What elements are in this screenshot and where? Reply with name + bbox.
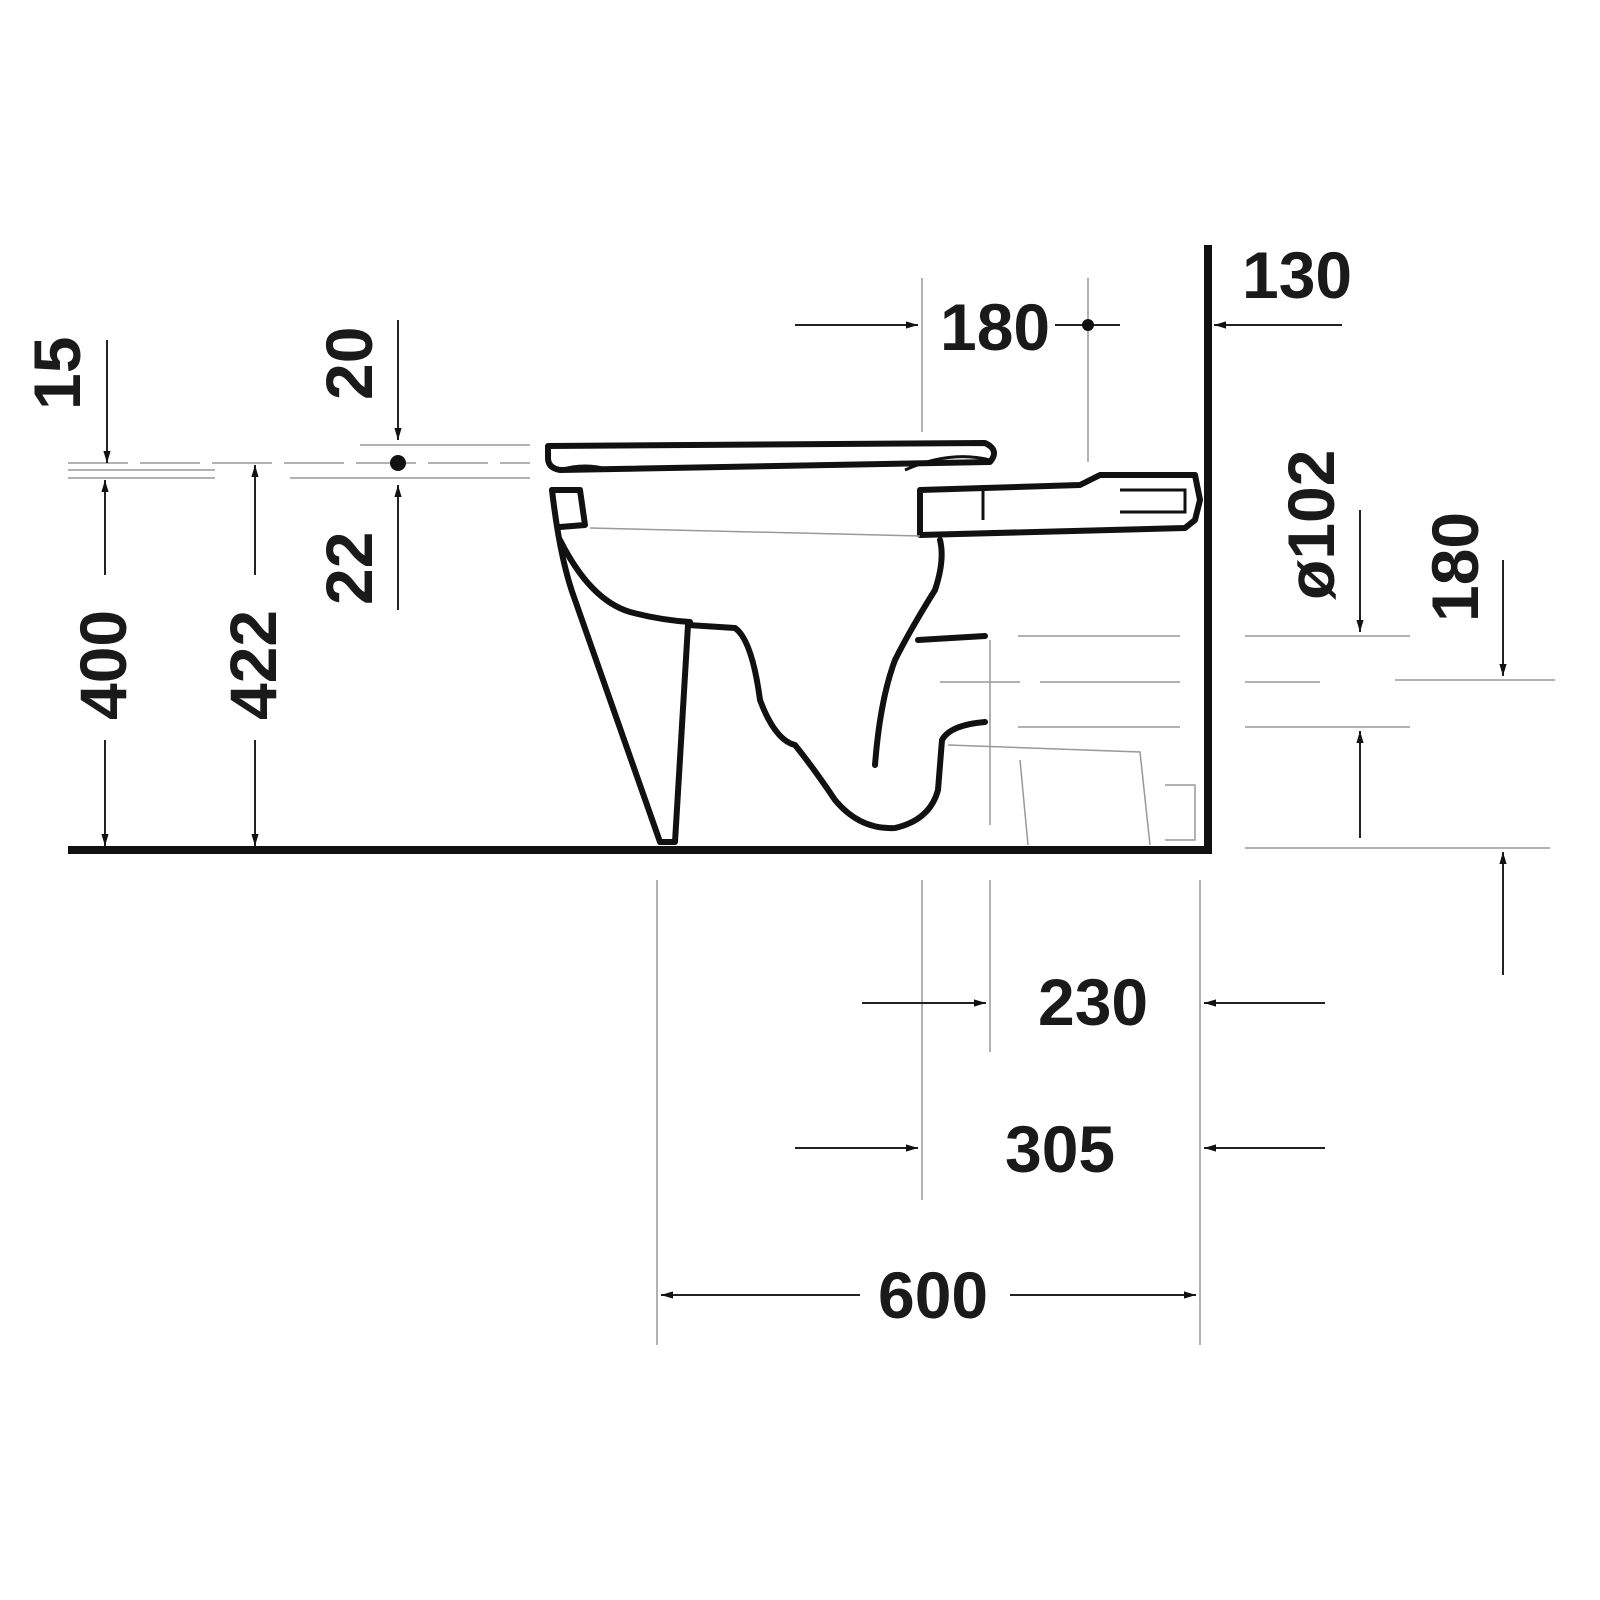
dimension-130: 130 xyxy=(1214,238,1352,329)
dim-label-600: 600 xyxy=(878,1258,988,1332)
dim-label-15: 15 xyxy=(20,337,94,410)
dim-label-305: 305 xyxy=(1005,1112,1115,1186)
dimension-20-22: 20 22 xyxy=(312,320,406,610)
seat-reference-lines xyxy=(68,444,530,479)
dim-label-400: 400 xyxy=(66,610,140,720)
dimension-400: 400 xyxy=(66,480,140,846)
dim-label-130: 130 xyxy=(1242,238,1352,312)
toilet-outline xyxy=(545,440,1203,846)
dimension-305: 305 xyxy=(795,1112,1325,1186)
dimension-600: 600 xyxy=(661,1258,1196,1332)
dim-label-422: 422 xyxy=(216,610,290,720)
dim-label-22: 22 xyxy=(312,532,386,605)
dim-label-diameter-102: ø102 xyxy=(1274,450,1348,600)
dimension-230: 230 xyxy=(862,965,1325,1039)
dim-label-230: 230 xyxy=(1038,965,1148,1039)
dimension-15: 15 xyxy=(20,337,111,463)
dimension-180-top: 180 xyxy=(795,278,1120,462)
dimension-422: 422 xyxy=(216,465,290,846)
dim-label-20: 20 xyxy=(312,327,386,400)
dimension-outlet-diameter: ø102 xyxy=(1245,450,1410,838)
extension-lines-bottom xyxy=(656,880,1201,1345)
dim-label-180-right: 180 xyxy=(1418,512,1492,622)
dim-label-180-top: 180 xyxy=(940,290,1050,364)
dimension-180-right: 180 xyxy=(1245,512,1555,975)
